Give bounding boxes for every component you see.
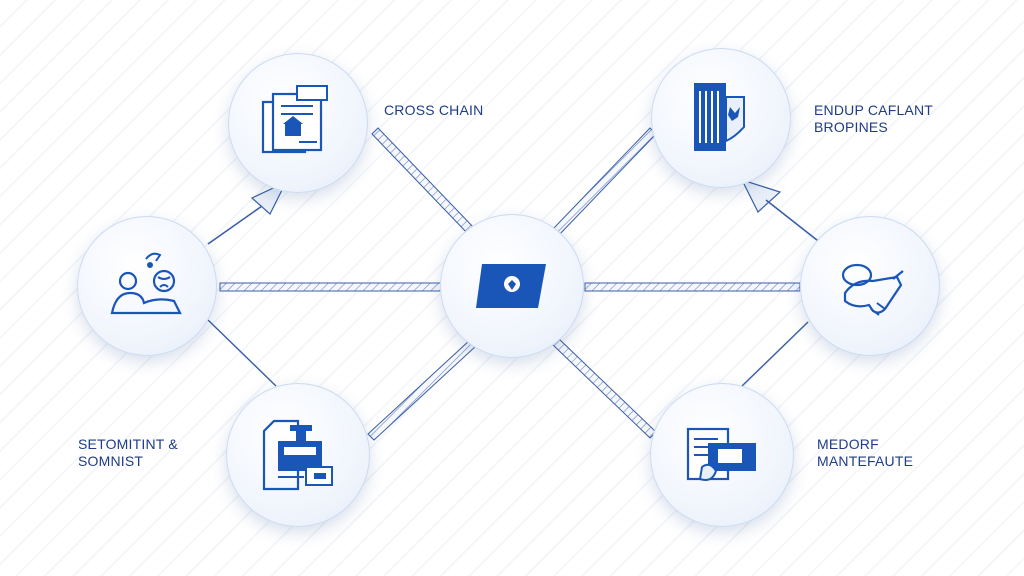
label-bottom-right-line-2: MANTEFAUTE: [817, 453, 914, 469]
book-shield-icon: [694, 83, 745, 151]
label-bottom-right: MEDORF MANTEFAUTE: [817, 436, 913, 470]
node-left[interactable]: [77, 216, 217, 356]
label-top-right-line-1: ENDUP CAFLANT: [814, 102, 934, 118]
link-left-center: [219, 282, 443, 292]
terminal-card-icon: [686, 427, 756, 481]
person-globe-icon: [110, 252, 182, 315]
node-top-left[interactable]: [228, 53, 368, 193]
hand-handshake-icon: [841, 263, 904, 316]
arrow-topright-to-right: [740, 179, 823, 245]
node-right[interactable]: [800, 216, 940, 356]
label-top-left: CROSS CHAIN: [384, 102, 483, 119]
link-center-right: [584, 282, 801, 292]
chip-card-icon: [476, 264, 546, 308]
label-top-left-line-1: CROSS CHAIN: [384, 102, 484, 118]
link-right-bottomright: [741, 321, 809, 387]
label-bottom-left-line-1: SETOMITINT &: [78, 436, 178, 452]
link-topright-center: [551, 127, 657, 237]
machine-icon: [262, 419, 333, 491]
node-top-right[interactable]: [651, 48, 791, 188]
document-stack-icon: [261, 85, 328, 154]
label-bottom-left: SETOMITINT & SOMNIST: [78, 436, 178, 470]
label-top-right: ENDUP CAFLANT BROPINES: [814, 102, 933, 136]
label-bottom-left-line-2: SOMNIST: [78, 453, 144, 469]
node-bottom-left[interactable]: [226, 383, 370, 527]
node-center[interactable]: [440, 214, 584, 358]
arrow-topleft-to-left: [207, 180, 288, 245]
link-bottomleft-center: [367, 339, 477, 441]
link-topleft-center: [371, 127, 477, 237]
link-bottomright-center: [551, 337, 657, 439]
label-top-right-line-2: BROPINES: [814, 119, 888, 135]
node-bottom-right[interactable]: [650, 383, 794, 527]
label-bottom-right-line-1: MEDORF: [817, 436, 879, 452]
link-left-bottomleft: [207, 319, 277, 387]
